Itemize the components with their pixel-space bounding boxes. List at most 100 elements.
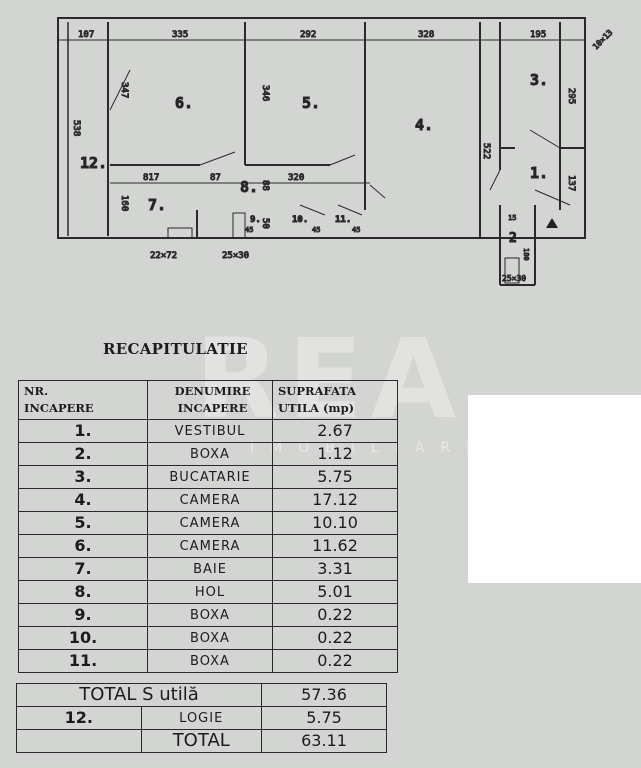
room-area: 3.31 (272, 557, 398, 581)
note-25x30: 25×30 (222, 251, 249, 261)
header-nr: NR. INCAPERE (18, 380, 148, 420)
header-name: DENUMIRE INCAPERE (147, 380, 273, 420)
room-11-label: 11. (335, 215, 351, 225)
room-area: 17.12 (272, 488, 398, 512)
dim-160: 160 (119, 195, 129, 211)
room-name: BOXA (147, 603, 273, 627)
room-number: 8. (18, 580, 148, 604)
dim-295: 295 (566, 88, 576, 104)
room-8-label: 8. (240, 178, 258, 196)
note-22x72: 22×72 (150, 251, 177, 261)
total-row: TOTAL 63.11 (16, 729, 387, 753)
dim-817: 817 (143, 173, 159, 183)
dim-107: 107 (78, 30, 94, 40)
room-name: CAMERA (147, 511, 273, 535)
dim-45: 45 (352, 226, 360, 234)
room-4-label: 4. (415, 116, 433, 134)
room-7-label: 7. (148, 196, 166, 214)
dim-335: 335 (172, 30, 188, 40)
room-10-label: 10. (292, 215, 308, 225)
room-name: BOXA (147, 649, 273, 673)
header-area: SUPRAFATA UTILA (mp) (272, 380, 398, 420)
walls (57, 17, 586, 286)
room-area: 0.22 (272, 626, 398, 650)
logie-row: 12. LOGIE 5.75 (16, 706, 387, 730)
total-util-label: TOTAL S utilă (16, 683, 262, 707)
room-1-label: 1. (530, 164, 548, 182)
room-number: 5. (18, 511, 148, 535)
totals-table: TOTAL S utilă 57.36 12. LOGIE 5.75 TOTAL… (16, 683, 387, 753)
room-area: 5.75 (272, 465, 398, 489)
room-6-label: 6. (175, 94, 193, 112)
chimneys (167, 212, 520, 284)
room-2-label: 2 (509, 231, 517, 246)
dim-538: 538 (71, 120, 81, 136)
room-name: VESTIBUL (147, 419, 273, 443)
room-name: HOL (147, 580, 273, 604)
north-arrow-icon (546, 218, 558, 228)
room-number: 6. (18, 534, 148, 558)
dim-195: 195 (530, 30, 546, 40)
room-area: 5.01 (272, 580, 398, 604)
room-name: CAMERA (147, 534, 273, 558)
total-util-row: TOTAL S utilă 57.36 (16, 683, 387, 707)
document-title: RECAPITULATIE (103, 340, 248, 358)
room-number: 1. (18, 419, 148, 443)
room-number: 11. (18, 649, 148, 673)
room-name: BAIE (147, 557, 273, 581)
dim-346: 346 (260, 85, 270, 101)
total-util-value: 57.36 (261, 683, 387, 707)
room-area: 11.62 (272, 534, 398, 558)
dim-522: 522 (481, 143, 491, 159)
room-name: BUCATARIE (147, 465, 273, 489)
room-area: 2.67 (272, 419, 398, 443)
logie-nr: 12. (16, 706, 142, 730)
room-number: 4. (18, 488, 148, 512)
dim-87: 87 (210, 173, 221, 183)
floor-plan: 107 335 292 328 195 347 346 522 295 137 … (57, 17, 615, 286)
room-number: 2. (18, 442, 148, 466)
room-number: 7. (18, 557, 148, 581)
room-area: 0.22 (272, 649, 398, 673)
logie-area: 5.75 (261, 706, 387, 730)
dim-45: 45 (312, 226, 320, 234)
total-value: 63.11 (261, 729, 387, 753)
dim-137: 137 (566, 175, 576, 191)
room-area: 10.10 (272, 511, 398, 535)
room-3-label: 3. (530, 71, 548, 89)
room-area: 0.22 (272, 603, 398, 627)
room-area: 1.12 (272, 442, 398, 466)
dim-347: 347 (119, 82, 129, 98)
room-number: 9. (18, 603, 148, 627)
dim-180: 180 (522, 248, 530, 261)
room-number: 10. (18, 626, 148, 650)
blank-overlay (468, 395, 641, 583)
note-10x13: 10×13 (591, 28, 615, 52)
dim-15: 15 (508, 214, 516, 222)
total-label: TOTAL (140, 729, 262, 753)
dim-292: 292 (300, 30, 316, 40)
room-name: CAMERA (147, 488, 273, 512)
room-name: BOXA (147, 626, 273, 650)
note-25x30: 25×30 (502, 274, 526, 283)
dim-328: 328 (418, 30, 434, 40)
doors (109, 69, 571, 216)
dim-50: 50 (260, 218, 270, 229)
dim-320: 320 (288, 173, 304, 183)
room-name: BOXA (147, 442, 273, 466)
room-9-label: 9. (250, 215, 261, 225)
room-5-label: 5. (302, 94, 320, 112)
dim-88: 88 (260, 180, 270, 191)
room-number: 3. (18, 465, 148, 489)
